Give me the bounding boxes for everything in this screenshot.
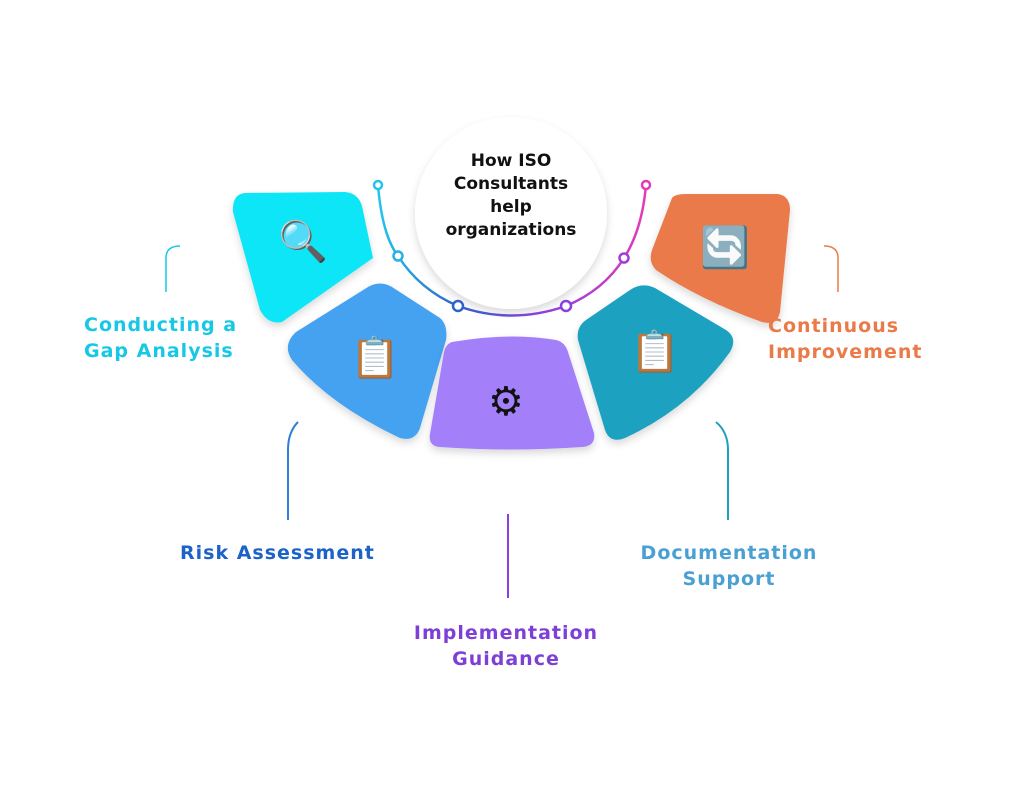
segment-gap-analysis [232,192,373,323]
gap-analysis-bracket [165,245,181,292]
label-documentation-support: Documentation Support [640,542,818,590]
risk-assessment-line [287,421,299,520]
label-risk-assessment: Risk Assessment [180,542,375,564]
continuous-improvement-bracket [823,245,839,292]
arc-dots [372,179,652,313]
label-implementation-guidance: Implementation Guidance [413,622,599,670]
segment-risk-assessment [287,283,447,439]
center-title: How ISO Consultants help organizations [445,151,577,240]
segment-continuous-improvement [650,194,790,323]
center-circle [415,117,607,309]
label-continuous-improvement: Continuous Improvement [768,315,923,363]
person-gear-arrows-icon: ⚙ [488,379,524,425]
documentation-line [715,421,729,520]
cycle-growth-icon: 🔄 [700,225,750,271]
checklist-warning-icon: 📋 [350,335,400,381]
label-gap-analysis: Conducting a Gap Analysis [84,314,238,362]
magnifier-chart-icon: 🔍 [278,219,328,265]
clipboard-badge-icon: 📋 [630,329,680,375]
segment-implementation [429,336,595,450]
segment-documentation [577,285,734,440]
